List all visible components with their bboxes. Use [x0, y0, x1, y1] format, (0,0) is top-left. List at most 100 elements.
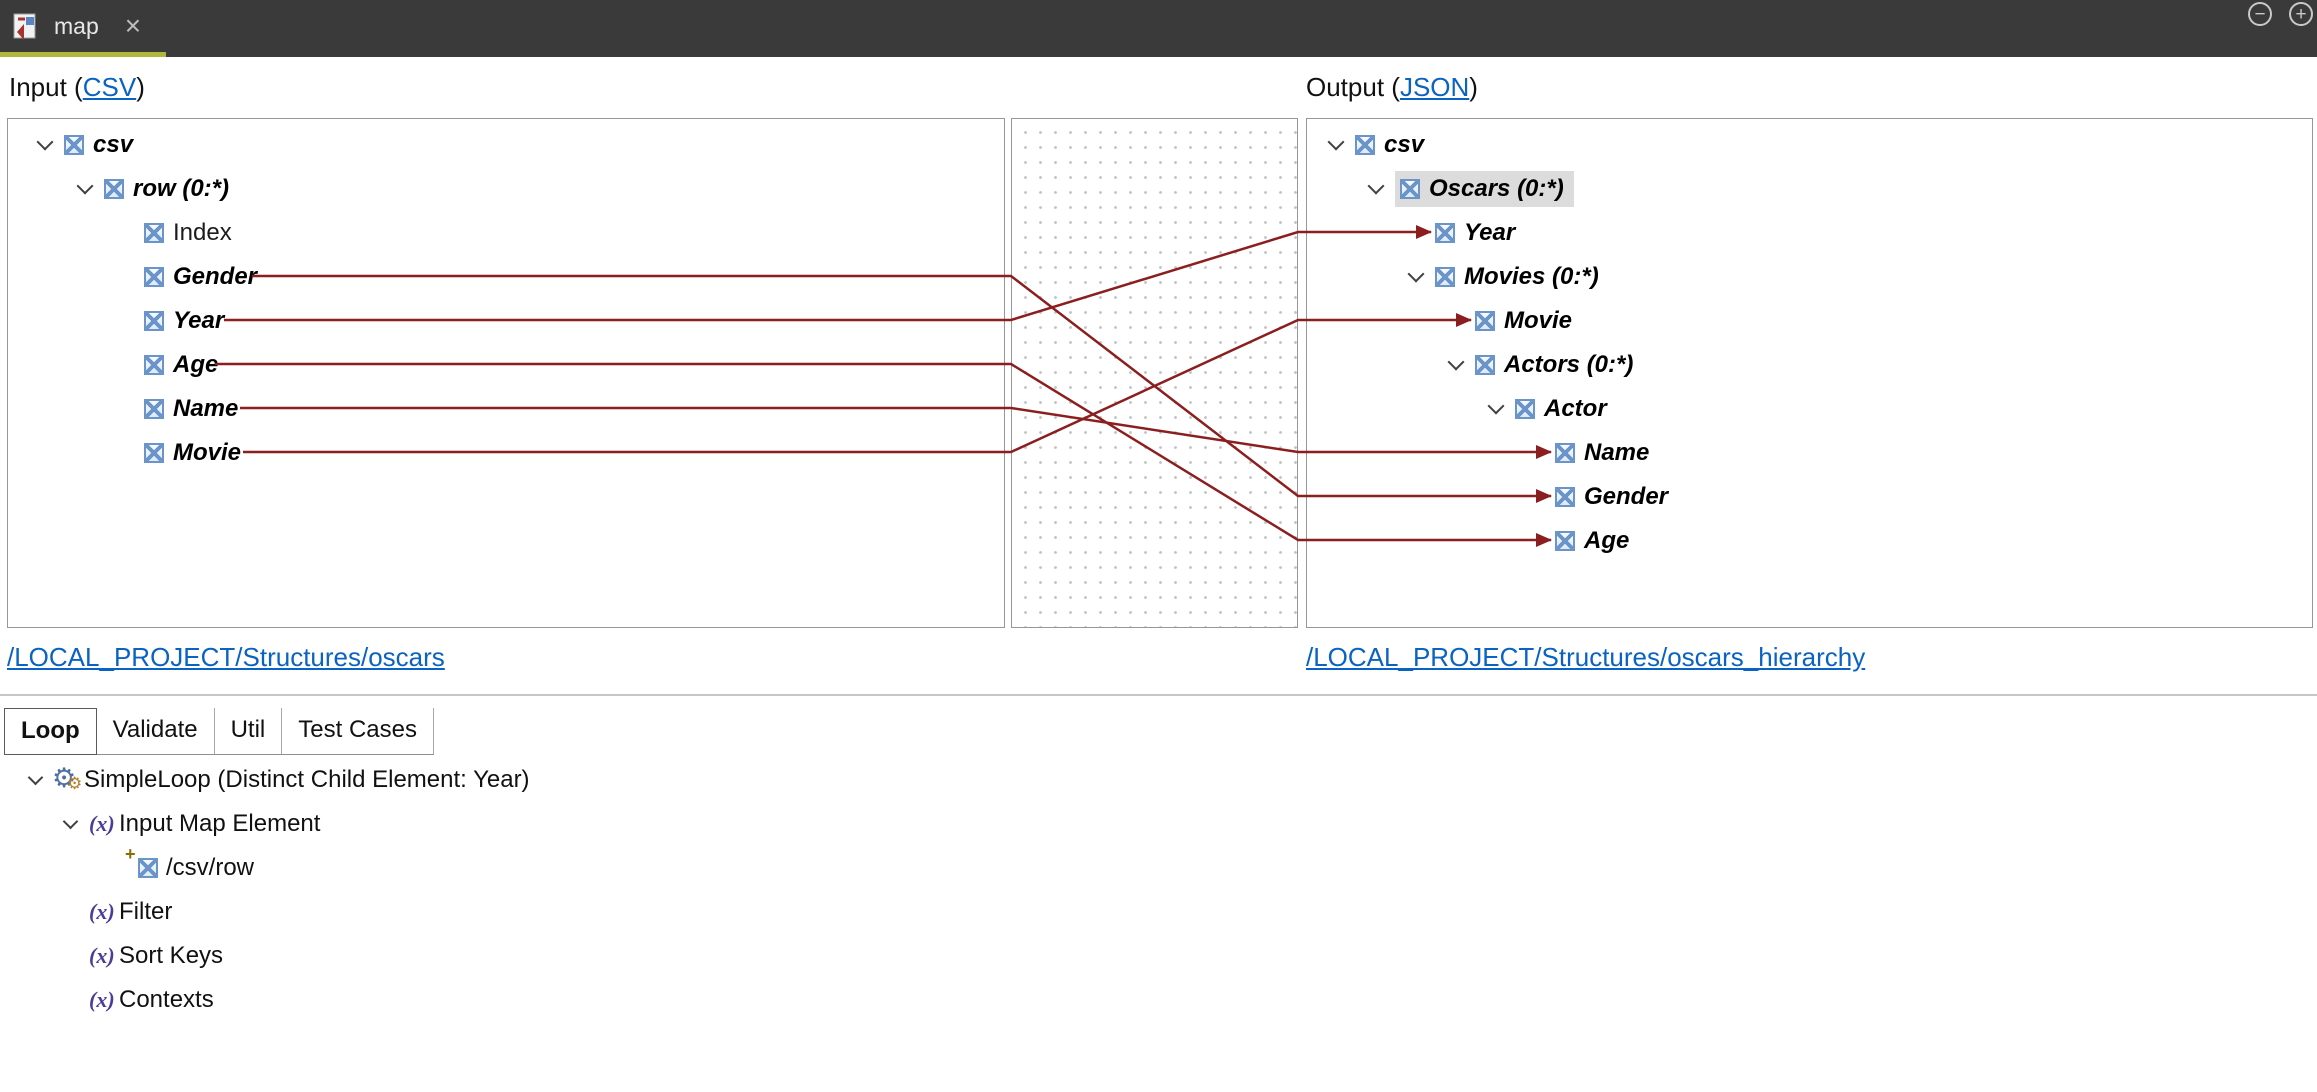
output-tree-item-name[interactable]: Name: [1307, 431, 2312, 475]
tree-item-label: Sort Keys: [119, 942, 224, 969]
output-format-link[interactable]: JSON: [1399, 72, 1470, 102]
mapping-grid-canvas: [1011, 118, 1298, 628]
input-panel-heading: Input (CSV): [9, 72, 145, 103]
chevron-down-icon[interactable]: [1443, 353, 1475, 377]
zoom-in-button[interactable]: +: [2289, 2, 2313, 26]
element-plus-icon: +: [125, 844, 166, 880]
tree-item-label: Year: [173, 307, 225, 334]
loop-config-tree: ⚙ ⚙ SimpleLoop (Distinct Child Element: …: [0, 758, 530, 1022]
tree-item-label: Year: [1464, 219, 1516, 246]
element-icon: [144, 355, 164, 375]
mapping-line-name[interactable]: [240, 406, 1552, 459]
element-icon: [1555, 443, 1575, 463]
input-structure-link[interactable]: /LOCAL_PROJECT/Structures/oscars: [7, 642, 445, 672]
element-icon: [1435, 267, 1455, 287]
chevron-down-icon[interactable]: [24, 768, 54, 792]
output-tree-item-year[interactable]: Year: [1307, 211, 2312, 255]
output-heading-prefix: Output (: [1306, 72, 1400, 102]
chevron-down-icon[interactable]: [59, 812, 89, 836]
tree-item-label: Gender: [1584, 483, 1669, 510]
output-panel-heading: Output (JSON): [1306, 72, 1478, 103]
tree-item-contexts[interactable]: (x) Contexts: [0, 978, 530, 1022]
mapping-line-year[interactable]: [224, 225, 1432, 322]
element-icon: [1555, 487, 1575, 507]
tree-item-label: Movie: [1504, 307, 1573, 334]
chevron-down-icon[interactable]: [1483, 397, 1515, 421]
document-tab-map[interactable]: map ×: [0, 0, 169, 52]
mapping-line-movie[interactable]: [243, 313, 1472, 454]
element-icon: [1475, 355, 1495, 375]
output-tree-panel: csv Oscars (0:*) Year Movies (0:*) Movie…: [1306, 118, 2313, 628]
tree-item-filter[interactable]: (x) Filter: [0, 890, 530, 934]
input-tree-item-row[interactable]: row (0:*): [8, 167, 1004, 211]
element-icon: [1435, 223, 1455, 243]
tab-validate[interactable]: Validate: [97, 708, 215, 754]
element-icon: [1515, 399, 1535, 419]
tree-item-label: SimpleLoop (Distinct Child Element: Year…: [84, 766, 530, 793]
tree-item-label: Filter: [119, 898, 173, 925]
tree-item-input-map-element[interactable]: (x) Input Map Element: [0, 802, 530, 846]
output-tree-item-actor[interactable]: Actor: [1307, 387, 2312, 431]
input-tree-item-movie[interactable]: Movie: [8, 431, 1004, 475]
output-tree-item-actors[interactable]: Actors (0:*): [1307, 343, 2312, 387]
tree-item-label: Contexts: [119, 986, 214, 1013]
element-icon: [1355, 135, 1375, 155]
mapping-line-age[interactable]: [215, 362, 1552, 547]
chevron-down-icon[interactable]: [72, 177, 104, 201]
output-tree-item-csv[interactable]: csv: [1307, 123, 2312, 167]
tree-item-simpleloop[interactable]: ⚙ ⚙ SimpleLoop (Distinct Child Element: …: [0, 758, 530, 802]
tab-title: map: [54, 12, 99, 39]
tree-item-label: csv: [93, 131, 134, 158]
element-icon: [144, 443, 164, 463]
element-icon: [64, 135, 84, 155]
tree-item-label: Actors (0:*): [1504, 351, 1634, 378]
chevron-down-icon[interactable]: [1403, 265, 1435, 289]
output-structure-link[interactable]: /LOCAL_PROJECT/Structures/oscars_hierarc…: [1306, 642, 1866, 672]
tab-util[interactable]: Util: [215, 708, 283, 754]
function-icon: (x): [89, 811, 115, 836]
function-icon: (x): [89, 899, 115, 924]
bottom-tab-strip: Loop Validate Util Test Cases: [4, 708, 434, 755]
tree-item-label: Gender: [173, 263, 258, 290]
element-icon: [104, 179, 124, 199]
tree-item-label: row (0:*): [133, 175, 229, 202]
zoom-out-button[interactable]: −: [2248, 2, 2272, 26]
input-tree-item-gender[interactable]: Gender: [8, 255, 1004, 299]
input-tree-item-index[interactable]: Index: [8, 211, 1004, 255]
element-icon: [144, 223, 164, 243]
tree-item-label: Index: [173, 219, 232, 246]
element-icon: [144, 311, 164, 331]
tree-item-label: Actor: [1544, 395, 1607, 422]
input-tree-item-year[interactable]: Year: [8, 299, 1004, 343]
tree-item-label: csv: [1384, 131, 1425, 158]
map-file-icon: [12, 11, 42, 41]
tree-item-label: Input Map Element: [119, 810, 321, 837]
output-tree-item-gender[interactable]: Gender: [1307, 475, 2312, 519]
tree-item-label: /csv/row: [166, 854, 255, 881]
tab-test-cases[interactable]: Test Cases: [282, 708, 434, 754]
input-tree-item-name[interactable]: Name: [8, 387, 1004, 431]
tab-loop[interactable]: Loop: [4, 708, 97, 755]
output-tree-item-oscars[interactable]: Oscars (0:*): [1307, 167, 2312, 211]
input-tree-item-age[interactable]: Age: [8, 343, 1004, 387]
tree-item-csv-row-path[interactable]: + /csv/row: [0, 844, 530, 890]
input-tree-item-csv[interactable]: csv: [8, 123, 1004, 167]
section-divider: [0, 694, 2317, 696]
tree-item-label: Movies (0:*): [1464, 263, 1599, 290]
chevron-down-icon[interactable]: [1363, 177, 1395, 201]
chevron-down-icon[interactable]: [32, 133, 64, 157]
chevron-down-icon[interactable]: [1323, 133, 1355, 157]
element-icon: [144, 267, 164, 287]
loop-gears-icon: ⚙ ⚙: [52, 763, 83, 794]
selected-node-highlight[interactable]: Oscars (0:*): [1395, 171, 1574, 207]
output-tree-item-age[interactable]: Age: [1307, 519, 2312, 563]
element-icon: [1555, 531, 1575, 551]
close-icon[interactable]: ×: [124, 10, 142, 41]
function-icon: (x): [89, 943, 115, 968]
input-format-link[interactable]: CSV: [82, 72, 137, 102]
output-tree-item-movies[interactable]: Movies (0:*): [1307, 255, 2312, 299]
input-heading-prefix: Input (: [9, 72, 83, 102]
tree-item-sort-keys[interactable]: (x) Sort Keys: [0, 934, 530, 978]
output-tree-item-movie[interactable]: Movie: [1307, 299, 2312, 343]
